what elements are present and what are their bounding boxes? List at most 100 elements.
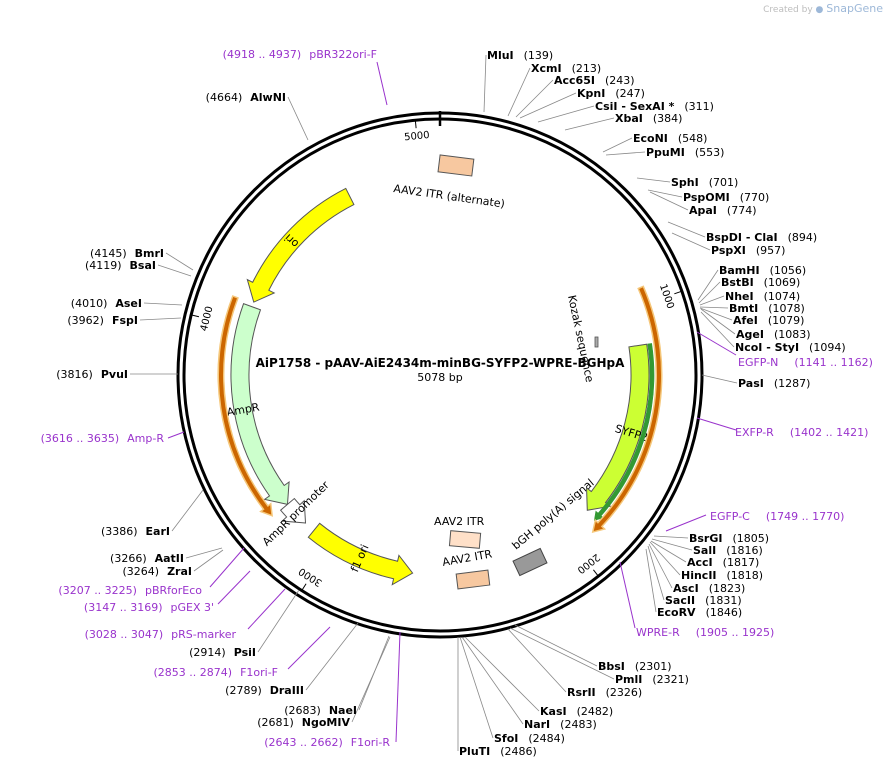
feature-box-kozak[interactable]: Kozak sequence (565, 294, 599, 384)
primer-label[interactable]: (3147 .. 3169)pGEX 3' (84, 601, 214, 614)
site-position: (2483) (560, 718, 597, 731)
site-label-right[interactable]: NcoI - StyI(1094) (735, 341, 846, 354)
primer-label[interactable]: (3207 .. 3225)pBRforEco (58, 584, 202, 597)
site-label-right[interactable]: PpuMI(553) (646, 146, 724, 159)
primer-label[interactable]: WPRE-R(1905 .. 1925) (636, 626, 774, 639)
site-label-right[interactable]: KpnI (247) (577, 87, 645, 100)
feature-arrow-ampr-span[interactable] (217, 295, 274, 517)
site-label-right[interactable]: HincII(1818) (681, 569, 763, 582)
site-label-right[interactable]: KasI(2482) (540, 705, 613, 718)
primer-label[interactable]: EGFP-C(1749 .. 1770) (710, 510, 844, 523)
primer-label[interactable]: (2853 .. 2874)F1ori-F (154, 666, 279, 679)
site-label-right[interactable]: SacII(1831) (665, 594, 742, 607)
site-label-right[interactable]: NheI(1074) (725, 290, 800, 303)
site-position: (701) (709, 176, 739, 189)
site-label-right[interactable]: XbaI(384) (615, 112, 682, 125)
site-position: (4010) (71, 297, 108, 310)
site-name: BamHI (719, 264, 760, 277)
site-label-left[interactable]: (3266)AatII (110, 552, 184, 565)
site-position: (1831) (705, 594, 742, 607)
feature-box-aav2-itr-2[interactable]: AAV2 ITR (441, 547, 493, 590)
feature-box-aav2-itr-alternate[interactable]: AAV2 ITR (alternate) (393, 154, 506, 211)
primer-label[interactable]: (3028 .. 3047)pRS-marker (85, 628, 237, 641)
site-name: RsrII (567, 686, 596, 699)
site-label-right[interactable]: NarI(2483) (524, 718, 597, 731)
site-label-right[interactable]: MluI(139) (487, 49, 553, 62)
primer-label[interactable]: EGFP-N(1141 .. 1162) (738, 356, 873, 369)
site-label-right[interactable]: SalI(1816) (693, 544, 763, 557)
site-name: EarI (146, 525, 170, 538)
site-position: (1846) (706, 606, 743, 619)
feature-arrow-ampr[interactable] (230, 303, 290, 505)
site-position: (3816) (56, 368, 93, 381)
feature-arrow-ampr-promoter[interactable] (279, 497, 307, 524)
site-label-left[interactable]: (3386)EarI (101, 525, 170, 538)
site-label-right[interactable]: BmtI(1078) (729, 302, 805, 315)
site-label-right[interactable]: BbsI(2301) (598, 660, 671, 673)
site-label-left[interactable]: (2681)NgoMIV (257, 716, 350, 729)
primer-label[interactable]: (2643 .. 2662)F1ori-R (264, 736, 390, 749)
site-label-right[interactable]: PasI(1287) (738, 377, 810, 390)
site-label-right[interactable]: BstBI(1069) (721, 276, 800, 289)
site-label-right[interactable]: Acc65I(243) (554, 74, 635, 87)
site-name: NgoMIV (302, 716, 351, 729)
site-label-right[interactable]: AgeI (1083) (736, 328, 811, 341)
site-label-left[interactable]: (3816)PvuI (56, 368, 128, 381)
site-label-right[interactable]: ApaI(774) (689, 204, 757, 217)
site-label-right[interactable]: XcmI(213) (531, 62, 601, 75)
site-name: DraIII (270, 684, 304, 697)
site-label-right[interactable]: RsrII(2326) (567, 686, 642, 699)
site-label-right[interactable]: PluTI (2486) (459, 745, 537, 758)
feature-box-aav2-itr-1[interactable]: AAV2 ITR (434, 515, 485, 549)
primer-label[interactable]: EXFP-R(1402 .. 1421) (735, 426, 868, 439)
site-position: (3264) (123, 565, 160, 578)
site-label-right[interactable]: AccI(1817) (687, 556, 759, 569)
site-label-left[interactable]: (2683)NaeI (284, 704, 357, 717)
site-label-left[interactable]: (4010)AseI (71, 297, 142, 310)
site-name: ZraI (167, 565, 192, 578)
leader-lines-right (457, 54, 738, 751)
site-position: (2301) (635, 660, 672, 673)
site-position: (2486) (500, 745, 537, 758)
site-label-right[interactable]: EcoNI(548) (633, 132, 707, 145)
site-label-left[interactable]: (2789)DraIII (225, 684, 304, 697)
site-name: AscI (673, 582, 699, 595)
feature-arrow-ori[interactable] (246, 187, 355, 303)
site-label-right[interactable]: AscI(1823) (673, 582, 745, 595)
site-label-left[interactable]: (2914)PsiI (189, 646, 256, 659)
primer-label[interactable]: (4918 .. 4937)pBR322ori-F (223, 48, 377, 61)
site-name: KasI (540, 705, 567, 718)
primer-leader-lines (167, 61, 737, 743)
tick-label-1000: 1000 (657, 283, 676, 311)
site-name: KpnI (577, 87, 605, 100)
site-label-right[interactable]: BsrGI(1805) (689, 532, 769, 545)
site-name: SfoI (494, 732, 518, 745)
site-label-right[interactable]: PspXI(957) (711, 244, 785, 257)
site-label-left[interactable]: (4145)BmrI (90, 247, 164, 260)
site-label-right[interactable]: SfoI(2484) (494, 732, 565, 745)
site-position: (1805) (732, 532, 769, 545)
site-label-right[interactable]: EcoRV(1846) (657, 606, 742, 619)
primer-label[interactable]: (3616 .. 3635)Amp-R (41, 432, 165, 445)
kozak-label: Kozak sequence (565, 294, 596, 384)
site-name: PluTI (459, 745, 490, 758)
site-label-right[interactable]: BamHI(1056) (719, 264, 806, 277)
site-label-right[interactable]: AfeI(1079) (733, 314, 804, 327)
feature-arrow-f1-ori[interactable] (307, 522, 414, 586)
site-label-right[interactable]: SphI(701) (671, 176, 738, 189)
site-name: AgeI (736, 328, 764, 341)
site-label-right[interactable]: CsiI - SexAI *(311) (595, 100, 714, 113)
site-label-left[interactable]: (3264) ZraI (123, 565, 193, 578)
site-position: (1083) (774, 328, 811, 341)
feature-arrow-wpre-span[interactable] (591, 285, 663, 534)
site-label-right[interactable]: PspOMI(770) (683, 191, 769, 204)
feature-arrow-syfp2[interactable] (586, 343, 650, 511)
site-label-left[interactable]: (4119)BsaI (85, 259, 156, 272)
site-label-right[interactable]: BspDI - ClaI(894) (706, 231, 817, 244)
site-label-left[interactable]: (4664)AlwNI (206, 91, 286, 104)
site-position: (247) (615, 87, 645, 100)
site-label-right[interactable]: PmlI(2321) (615, 673, 689, 686)
feature-arrow-syfp2-inner[interactable] (593, 343, 655, 521)
site-label-left[interactable]: (3962)FspI (67, 314, 138, 327)
